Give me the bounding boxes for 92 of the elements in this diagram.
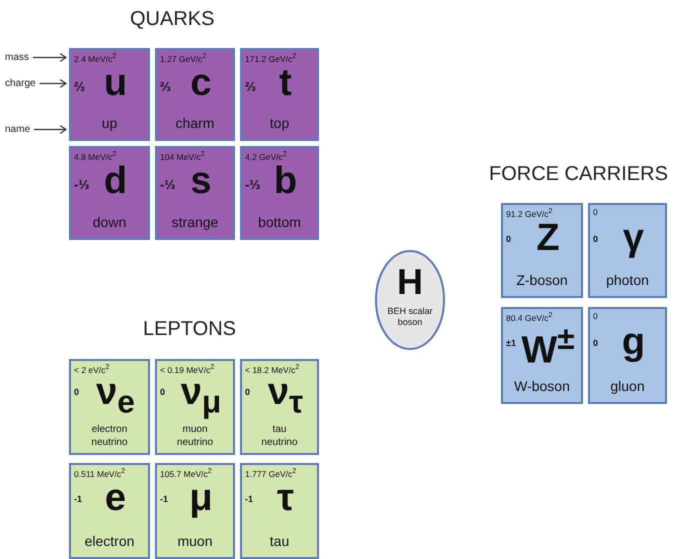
particle-symbol: τ [277,479,295,517]
mass-value: < 0.19 MeV/c$^{2}$ [160,364,214,374]
group-heading: FORCE CARRIERS [489,163,668,186]
particle-symbol: γ [622,219,646,257]
particle-card [155,146,235,240]
particle-name: muon neutrino [176,423,214,449]
charge-value: 0 [74,388,80,397]
group-heading: LEPTONS [143,318,236,341]
particle-name: up [100,116,118,130]
particle-card [69,463,150,559]
charge-value: ±1 [506,339,516,348]
mass-value: 2.4 MeV/c$^{2}$ [74,53,116,64]
annotation-text: mass [5,52,29,63]
mass-value: 0 [593,208,598,216]
mass-value: 1.27 GeV/c$^{2}$ [160,53,206,64]
particle-card [240,48,319,141]
mass-value: 1.777 GeV/c$^{2}$ [245,468,296,478]
mass-value: 91.2 GeV/c$^{2}$ [506,208,552,218]
particle-symbol: u [104,64,128,102]
mass-value: 0.511 MeV/c$^{2}$ [74,468,126,478]
particle-card [501,203,583,298]
particle-name: down [92,215,128,229]
particle-symbol: ν$_{τ}$ [268,373,304,418]
charge-value: -⅓ [160,178,176,191]
mass-value: 4.8 MeV/c$^{2}$ [74,151,116,162]
particle-symbol: s [190,162,213,200]
particle-symbol: g [620,323,646,361]
mass-value: < 18.2 MeV/c$^{2}$ [245,364,300,374]
particle-name: muon [176,534,214,548]
charge-value: 0 [593,235,598,244]
particle-symbol: c [190,64,213,102]
charge-value: -⅓ [245,178,260,191]
charge-value: ⅔ [160,80,171,93]
leader-arrow [40,78,67,88]
particle-name: bottom [257,215,302,229]
leader-arrow [34,124,67,134]
mass-value: 4.2 GeV/c$^{2}$ [245,151,287,162]
particle-name: gluon [609,379,646,393]
particle-name: electron [84,534,136,548]
particle-card [240,146,319,240]
charge-value: 0 [593,339,598,348]
charge-value: ⅔ [245,80,256,93]
charge-value: 0 [506,235,512,244]
particle-card [69,48,150,141]
particle-card [240,463,319,559]
particle-symbol: Z [536,219,561,257]
particle-name: top [268,116,290,130]
particle-symbol: W$^{±}$ [521,323,575,370]
particle-card [501,307,583,404]
charge-value: 0 [160,388,166,397]
particle-name: charm [174,116,216,130]
particle-symbol: e [104,479,128,517]
particle-card [69,146,150,240]
charge-value: -⅓ [74,178,90,191]
particle-oval [375,250,445,350]
particle-name: BEH scalar boson [386,306,434,328]
particle-name: tau neutrino [260,423,299,449]
charge-value: ⅔ [74,80,85,93]
particle-name: electron neutrino [90,423,129,449]
charge-value: -1 [160,495,168,504]
mass-value: < 2 eV/c$^{2}$ [74,364,110,374]
group-heading: QUARKS [130,8,214,31]
particle-symbol: t [279,64,293,102]
mass-value: 105.7 MeV/c$^{2}$ [160,468,212,478]
particle-symbol: H [396,264,424,300]
particle-symbol: μ [189,479,214,517]
particle-card [588,307,667,404]
particle-name: strange [170,215,220,229]
particle-card [155,359,235,455]
mass-value: 0 [593,312,598,320]
charge-value: -1 [74,495,82,504]
particle-name: W-boson [513,379,571,393]
mass-value: 104 MeV/c$^{2}$ [160,151,205,162]
particle-name: photon [605,273,650,287]
particle-card [155,463,235,559]
particle-card [240,359,319,455]
particle-symbol: ν$_{e}$ [96,373,136,418]
particle-name: Z-boson [515,273,569,287]
particle-card [588,203,667,298]
mass-value: 171.2 GeV/c$^{2}$ [245,53,296,64]
mass-value: 80.4 GeV/c$^{2}$ [506,312,552,322]
charge-value: 0 [245,388,250,397]
particle-card [69,359,150,455]
charge-value: -1 [245,495,254,504]
leader-arrow [32,52,67,62]
particle-name: tau [268,534,290,548]
particle-symbol: ν$_{μ}$ [180,373,222,418]
annotation-text: name [5,124,30,135]
particle-symbol: d [104,162,128,200]
particle-card [155,48,235,141]
annotation-text: charge [5,78,36,89]
particle-symbol: b [274,162,298,200]
